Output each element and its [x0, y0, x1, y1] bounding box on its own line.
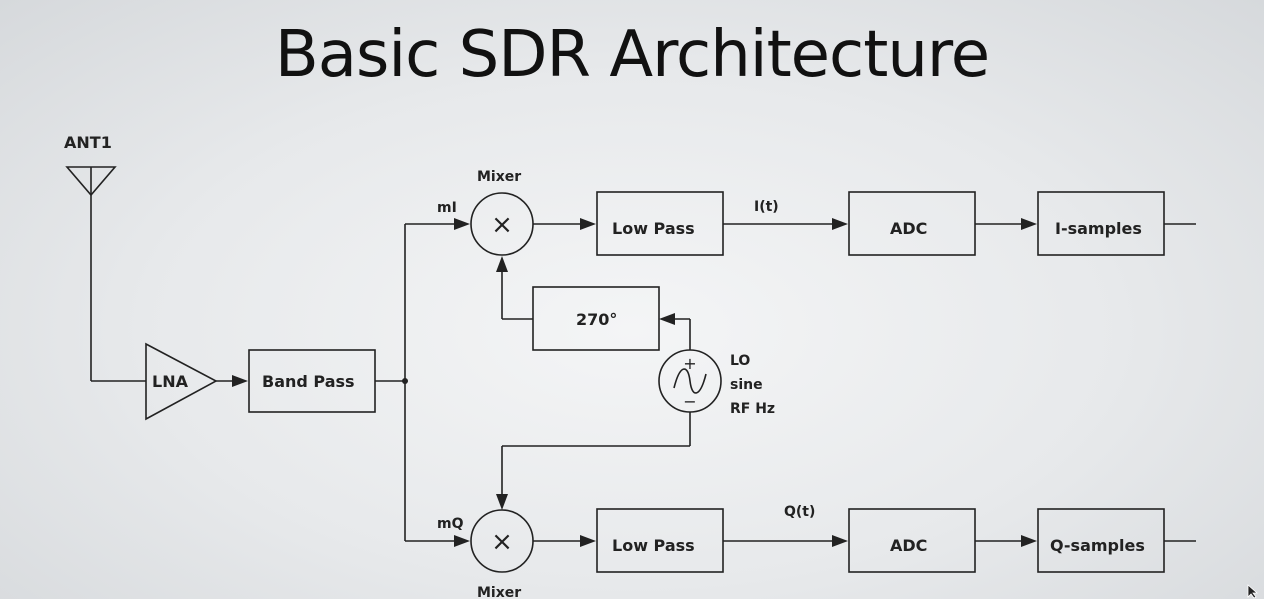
arrow-lowpass-adc-top: [832, 218, 848, 230]
adc-bottom-label: ADC: [890, 536, 927, 555]
lo-label-line1: LO: [730, 353, 750, 369]
slide-title: Basic SDR Architecture: [274, 18, 990, 92]
lna-amplifier: [145, 342, 218, 421]
adc-top-label: ADC: [890, 219, 927, 238]
low-pass-top-label: Low Pass: [612, 219, 695, 238]
lo-label-line2: sine: [730, 377, 763, 393]
mq-label: mQ: [437, 516, 464, 532]
band-pass-label: Band Pass: [262, 372, 355, 391]
q-t-label: Q(t): [784, 504, 815, 520]
i-samples-label: I-samples: [1055, 219, 1142, 238]
arrow-adc-isamples: [1021, 218, 1037, 230]
i-t-label: I(t): [754, 199, 779, 215]
mixer-bottom-label: Mixer: [477, 585, 521, 599]
q-samples-label: Q-samples: [1050, 536, 1145, 555]
arrow-lna-bandpass: [232, 375, 248, 387]
arrow-lo-phase: [659, 313, 675, 325]
sine-wave-icon: [673, 368, 707, 394]
arrow-lowpass-adc-bottom: [832, 535, 848, 547]
arrow-to-mixer-top: [454, 218, 470, 230]
mixer-top-symbol: ×: [491, 210, 513, 240]
lo-plus-sign: +: [683, 354, 696, 373]
lo-minus-sign: −: [683, 392, 696, 411]
low-pass-bottom-label: Low Pass: [612, 536, 695, 555]
arrow-mixer-lowpass-top: [580, 218, 596, 230]
antenna: [65, 166, 146, 382]
arrow-adc-qsamples: [1021, 535, 1037, 547]
arrow-to-mixer-bottom: [454, 535, 470, 547]
phase-shifter-label: 270°: [576, 310, 617, 329]
mixer-top-label: Mixer: [477, 169, 521, 185]
lo-label-line3: RF Hz: [730, 401, 775, 417]
arrow-mixer-lowpass-bottom: [580, 535, 596, 547]
arrow-lo-mixer-bottom: [496, 494, 508, 510]
antenna-label: ANT1: [64, 133, 112, 152]
lna-label: LNA: [152, 372, 189, 391]
mouse-cursor-icon: [1247, 584, 1259, 599]
mi-label: mI: [437, 200, 457, 216]
mixer-bottom-symbol: ×: [491, 527, 513, 557]
arrow-phase-mixer-top: [496, 256, 508, 272]
